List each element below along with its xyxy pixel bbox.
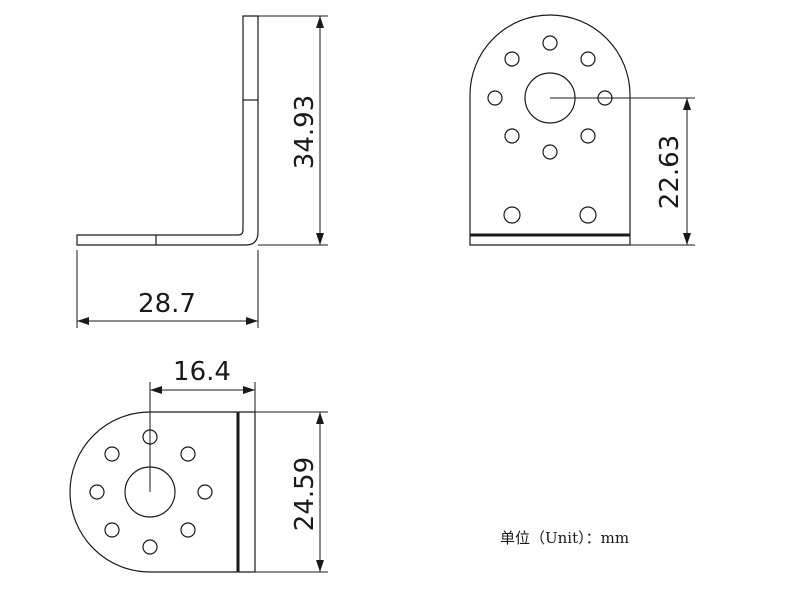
unit-label: 单位（Unit）：mm xyxy=(500,529,629,547)
mount-hole xyxy=(104,522,120,538)
mount-hole xyxy=(487,90,503,106)
base-hole xyxy=(503,206,521,224)
l-bracket-outline xyxy=(76,15,259,246)
dim-bottom-offset: 16.4 xyxy=(173,357,231,387)
mount-hole xyxy=(104,446,120,462)
mount-hole xyxy=(180,446,196,462)
front-view: 22.63 xyxy=(469,14,695,246)
bottom-plate-outline xyxy=(69,411,256,573)
dim-side-height: 34.93 xyxy=(290,95,320,169)
mount-hole xyxy=(580,128,596,144)
mount-hole xyxy=(542,35,558,51)
mount-hole xyxy=(197,484,213,500)
base-hole xyxy=(579,206,597,224)
mount-hole xyxy=(180,522,196,538)
mount-hole xyxy=(504,128,520,144)
side-view: 34.93 28.7 xyxy=(76,15,328,328)
mount-hole xyxy=(142,539,158,555)
mount-hole xyxy=(580,51,596,67)
dim-side-width: 28.7 xyxy=(138,289,196,319)
dim-bottom-height: 24.59 xyxy=(290,457,320,531)
mount-hole xyxy=(542,144,558,160)
bottom-view: 16.4 24.59 xyxy=(69,357,328,573)
mount-hole xyxy=(89,484,105,500)
front-plate-outline xyxy=(469,14,631,246)
mount-hole xyxy=(504,51,520,67)
dim-front-height: 22.63 xyxy=(655,135,685,209)
